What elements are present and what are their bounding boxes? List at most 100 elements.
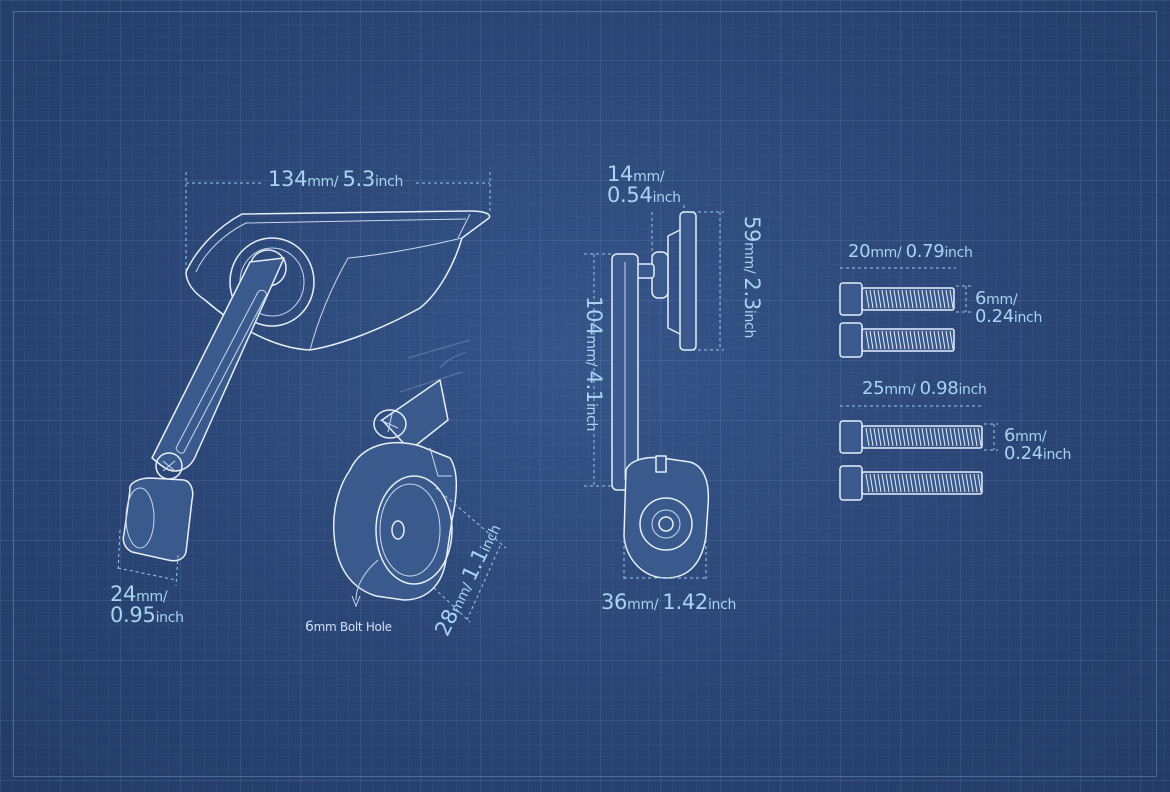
thread-line — [873, 473, 878, 493]
thread-line — [909, 427, 914, 447]
thread-line — [905, 427, 910, 447]
label-head-depth: 14mm/0.54inch — [607, 162, 681, 207]
bolt-hole-arrowhead — [351, 595, 361, 608]
thread-line — [921, 289, 926, 309]
thread-line — [941, 330, 946, 350]
arm-body — [151, 257, 285, 472]
thread-line — [917, 330, 922, 350]
thread-line — [909, 473, 914, 493]
thread-line — [949, 473, 954, 493]
thread-line — [893, 473, 898, 493]
thread-line — [869, 289, 874, 309]
mirror-front-view — [117, 172, 491, 587]
thread-line — [929, 330, 934, 350]
clamp-arm-stub — [381, 379, 449, 451]
thread-line — [921, 473, 926, 493]
thread-line — [897, 473, 902, 493]
thread-line — [921, 427, 926, 447]
blueprint-frame — [13, 11, 1157, 777]
clamp-profile-screw — [655, 455, 667, 473]
label-head-height: 59mm/ 2.3inch — [740, 216, 764, 339]
knuckle-face — [125, 487, 155, 549]
thread-line — [881, 473, 886, 493]
thread-line — [885, 427, 890, 447]
thread-line — [869, 473, 874, 493]
mirror-head-outline — [185, 210, 491, 351]
thread-line — [901, 330, 906, 350]
thread-line — [877, 473, 882, 493]
thread-line — [973, 473, 978, 493]
thread-line — [925, 427, 930, 447]
thread-line — [925, 289, 930, 309]
ghost-arm-lines — [399, 339, 471, 393]
thread-line — [953, 473, 958, 493]
thread-line — [977, 427, 982, 447]
thread-line — [905, 330, 910, 350]
thread-line — [917, 473, 922, 493]
clamp-perspective-view — [332, 339, 507, 623]
clamp-profile-bolt — [658, 516, 674, 532]
thread-line — [885, 289, 890, 309]
thread-line — [965, 473, 970, 493]
thread-line — [965, 427, 970, 447]
thread-line — [881, 330, 886, 350]
thread-line — [869, 330, 874, 350]
thread-line — [889, 330, 894, 350]
thread-line — [937, 427, 942, 447]
clamp-slot — [429, 447, 452, 477]
clamp-profile-bore — [639, 497, 693, 551]
long-bolt-2-head — [839, 465, 863, 501]
thread-line — [889, 427, 894, 447]
thread-line — [933, 473, 938, 493]
ball-joint-outer — [229, 237, 315, 327]
thread-line — [953, 427, 958, 447]
thread-line — [881, 427, 886, 447]
clamp-bolt-hole — [391, 520, 405, 540]
thread-line — [901, 427, 906, 447]
thread-line — [893, 330, 898, 350]
thread-line — [941, 473, 946, 493]
thread-line — [897, 289, 902, 309]
thread-line — [945, 427, 950, 447]
knuckle-body — [122, 477, 194, 562]
thread-line — [873, 289, 878, 309]
thread-line — [933, 427, 938, 447]
label-bolt-hole: 6mm Bolt Hole — [305, 619, 392, 635]
thread-line — [961, 473, 966, 493]
label-knuckle-width: 24mm/0.95inch — [110, 582, 184, 627]
short-bolt-1-thread — [865, 289, 954, 309]
arm-slot-right — [183, 295, 267, 453]
thread-line — [969, 473, 974, 493]
thread-line — [933, 289, 938, 309]
thread-line — [945, 330, 950, 350]
knuckle-bolt-hex — [162, 460, 176, 472]
thread-line — [913, 289, 918, 309]
thread-line — [949, 330, 954, 350]
side-profile-view — [584, 205, 724, 582]
clamp-bore-outer — [375, 475, 453, 585]
thread-line — [913, 427, 918, 447]
dim-ext-knuckle-left — [117, 529, 121, 573]
label-short-bolt-length: 20mm/ 0.79inch — [848, 241, 973, 262]
dim-ext-clamp-bottom — [433, 587, 471, 623]
thread-line — [901, 473, 906, 493]
thread-line — [901, 289, 906, 309]
thread-line — [873, 427, 878, 447]
thread-line — [937, 473, 942, 493]
thread-line — [949, 427, 954, 447]
thread-line — [929, 427, 934, 447]
thread-line — [969, 427, 974, 447]
thread-line — [909, 289, 914, 309]
thread-line — [905, 473, 910, 493]
mirror-head-profile — [679, 211, 697, 351]
thread-line — [865, 289, 870, 309]
label-short-bolt-diameter: 6mm/0.24inch — [975, 288, 1043, 327]
thread-line — [877, 289, 882, 309]
arm-slot-left — [175, 291, 259, 449]
label-long-bolt-length: 25mm/ 0.98inch — [862, 378, 987, 399]
thread-line — [925, 330, 930, 350]
thread-line — [893, 427, 898, 447]
mirror-head-tip — [457, 213, 471, 239]
